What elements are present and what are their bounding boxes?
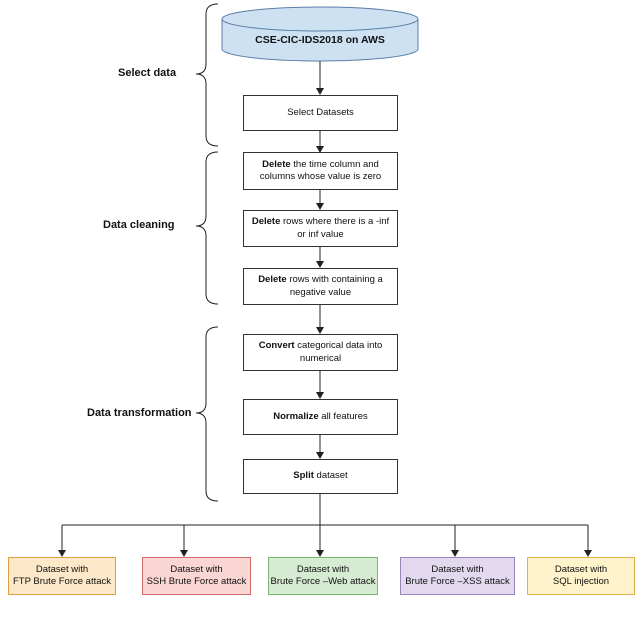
brace-select-data [195, 3, 219, 147]
stage-braces [195, 3, 219, 502]
output-web-line2: Brute Force –Web attack [270, 576, 376, 587]
output-xss-line2: Brute Force –XSS attack [405, 576, 510, 587]
step-normalize-text: all features [318, 410, 368, 422]
step-split-text: dataset [313, 470, 348, 482]
step-delete-inf-bold: Delete [251, 216, 281, 228]
step-select-datasets: Select Datasets [243, 95, 398, 131]
output-ssh-line2: SSH Brute Force attack [146, 576, 247, 587]
step-convert-text: categorical data into numerical [294, 340, 383, 364]
output-sql-line1: Dataset with [554, 563, 608, 575]
output-ftp-line2: FTP Brute Force attack [12, 576, 112, 587]
output-xss-line1: Dataset with [431, 563, 484, 575]
step-delete-negative-rows: Delete rows with containing a negative v… [243, 268, 398, 305]
step-delete-time-text: the time column and columns whose value … [259, 158, 382, 182]
step-select-datasets-text: Select Datasets [287, 106, 354, 118]
output-ftp-line1: Dataset with [35, 563, 89, 575]
step-delete-time-column: Delete the time column and columns whose… [243, 152, 398, 190]
step-normalize-features: Normalize all features [243, 399, 398, 435]
source-database-label: CSE-CIC-IDS2018 on AWS [255, 34, 385, 46]
flow-arrows [58, 61, 592, 557]
output-ssh-line1: Dataset with [170, 563, 223, 575]
output-sql-line2: SQL injection [552, 576, 610, 587]
step-delete-negative-text: rows with containing a negative value [286, 274, 383, 298]
stage-label-select-data: Select data [118, 67, 177, 79]
step-split-dataset: Split dataset [243, 459, 398, 494]
step-convert-categorical: Convert categorical data into numerical [243, 334, 398, 371]
stage-label-data-transformation: Data transformation [87, 407, 192, 419]
brace-data-transformation [195, 326, 219, 502]
step-normalize-bold: Normalize [273, 410, 319, 422]
stage-label-data-cleaning: Data cleaning [103, 219, 175, 231]
output-web-line1: Dataset with [296, 563, 350, 575]
step-delete-inf-rows: Delete rows where there is a -inf or inf… [243, 210, 398, 247]
step-split-bold: Split [293, 470, 314, 482]
brace-data-cleaning [195, 151, 219, 305]
database-cylinder-icon [221, 6, 419, 62]
step-convert-bold: Convert [258, 340, 295, 352]
step-delete-time-bold: Delete [262, 158, 291, 170]
step-delete-inf-text: rows where there is a -inf or inf value [280, 216, 390, 240]
step-delete-negative-bold: Delete [258, 274, 287, 286]
